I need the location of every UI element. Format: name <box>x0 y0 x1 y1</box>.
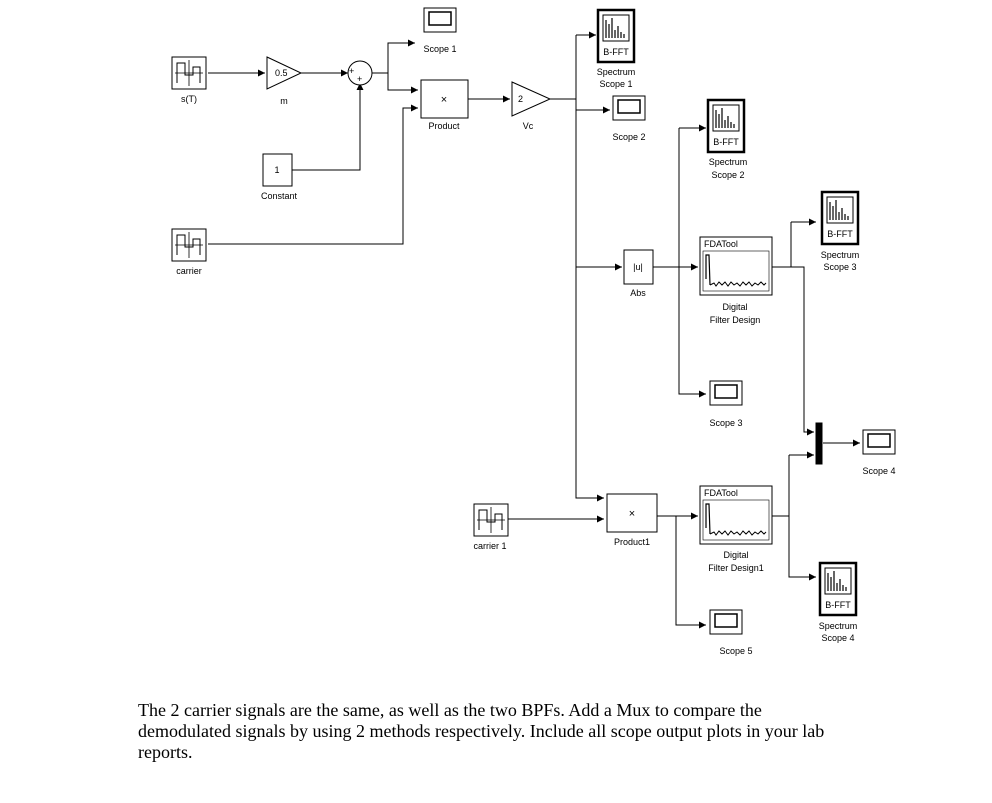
instructions-paragraph: The 2 carrier signals are the same, as w… <box>138 700 825 762</box>
spectrum-scope-1[interactable]: B-FFT Spectrum Scope 1 <box>597 8 636 89</box>
product-1-block[interactable]: × Product1 <box>606 493 658 547</box>
sum-plus-left: + <box>349 66 354 76</box>
gain-vc-label: Vc <box>523 121 534 131</box>
digital-filter-design-1-label-a: Digital <box>723 550 748 560</box>
product-1-label: Product1 <box>614 537 650 547</box>
digital-filter-design-fdatool: FDATool <box>704 239 738 249</box>
digital-filter-design-1-fdatool: FDATool <box>704 488 738 498</box>
abs-label: Abs <box>630 288 646 298</box>
product-times: × <box>441 94 447 106</box>
gain-m-label: m <box>280 96 288 106</box>
source-carrier-1-label: carrier 1 <box>473 541 506 551</box>
spectrum-scope-3[interactable]: B-FFT Spectrum Scope 3 <box>821 190 860 272</box>
scope-3[interactable]: Scope 3 <box>709 380 743 428</box>
spectrum-scope-1-bfft: B-FFT <box>603 47 629 57</box>
source-s-t[interactable]: s(T) <box>171 56 207 104</box>
scope-1-label: Scope 1 <box>423 44 456 54</box>
source-carrier-label: carrier <box>176 266 202 276</box>
spectrum-scope-4-label-b: Scope 4 <box>821 633 854 643</box>
scope-2[interactable]: Scope 2 <box>612 95 646 142</box>
abs-block[interactable]: |u| Abs <box>623 249 654 298</box>
spectrum-scope-2-bfft: B-FFT <box>713 137 739 147</box>
scope-4-label: Scope 4 <box>862 466 895 476</box>
spectrum-scope-1-label-a: Spectrum <box>597 67 636 77</box>
digital-filter-design-label-a: Digital <box>722 302 747 312</box>
spectrum-scope-3-label-b: Scope 3 <box>823 262 856 272</box>
gain-m-value: 0.5 <box>275 68 288 78</box>
scope-1[interactable]: Scope 1 <box>423 7 457 54</box>
simulink-diagram: s(T) 0.5 m + + 1 Constant carrier Scope … <box>171 7 896 656</box>
gain-m[interactable]: 0.5 m <box>266 56 303 106</box>
spectrum-scope-4[interactable]: B-FFT Spectrum Scope 4 <box>819 561 858 643</box>
digital-filter-design-1-label-b: Filter Design1 <box>708 563 764 573</box>
spectrum-scope-2-label-b: Scope 2 <box>711 170 744 180</box>
spectrum-scope-4-bfft: B-FFT <box>825 600 851 610</box>
product-block[interactable]: × Product <box>420 79 469 131</box>
wires <box>208 31 860 629</box>
scope-4[interactable]: Scope 4 <box>862 429 896 476</box>
digital-filter-design[interactable]: FDATool Digital Filter Design <box>699 236 773 325</box>
source-s-t-label: s(T) <box>181 94 197 104</box>
source-carrier[interactable]: carrier <box>171 228 207 276</box>
product-1-times: × <box>629 508 635 520</box>
sum-block[interactable]: + + <box>347 60 373 86</box>
digital-filter-design-label-b: Filter Design <box>710 315 761 325</box>
constant-block[interactable]: 1 Constant <box>261 153 298 201</box>
gain-vc[interactable]: 2 Vc <box>511 81 552 131</box>
spectrum-scope-3-label-a: Spectrum <box>821 250 860 260</box>
abs-glyph: |u| <box>633 262 643 272</box>
spectrum-scope-4-label-a: Spectrum <box>819 621 858 631</box>
spectrum-scope-2-label-a: Spectrum <box>709 157 748 167</box>
scope-5[interactable]: Scope 5 <box>709 609 753 656</box>
scope-5-label: Scope 5 <box>719 646 752 656</box>
constant-label: Constant <box>261 191 298 201</box>
sum-plus-bottom: + <box>357 74 362 84</box>
gain-vc-value: 2 <box>518 94 523 104</box>
constant-value: 1 <box>274 165 279 175</box>
spectrum-scope-2[interactable]: B-FFT Spectrum Scope 2 <box>706 98 748 180</box>
product-label: Product <box>428 121 460 131</box>
spectrum-scope-3-bfft: B-FFT <box>827 229 853 239</box>
source-carrier-1[interactable]: carrier 1 <box>473 503 509 551</box>
scope-2-label: Scope 2 <box>612 132 645 142</box>
scope-3-label: Scope 3 <box>709 418 742 428</box>
spectrum-scope-1-label-b: Scope 1 <box>599 79 632 89</box>
digital-filter-design-1[interactable]: FDATool Digital Filter Design1 <box>699 485 773 573</box>
mux-block[interactable] <box>815 422 823 465</box>
